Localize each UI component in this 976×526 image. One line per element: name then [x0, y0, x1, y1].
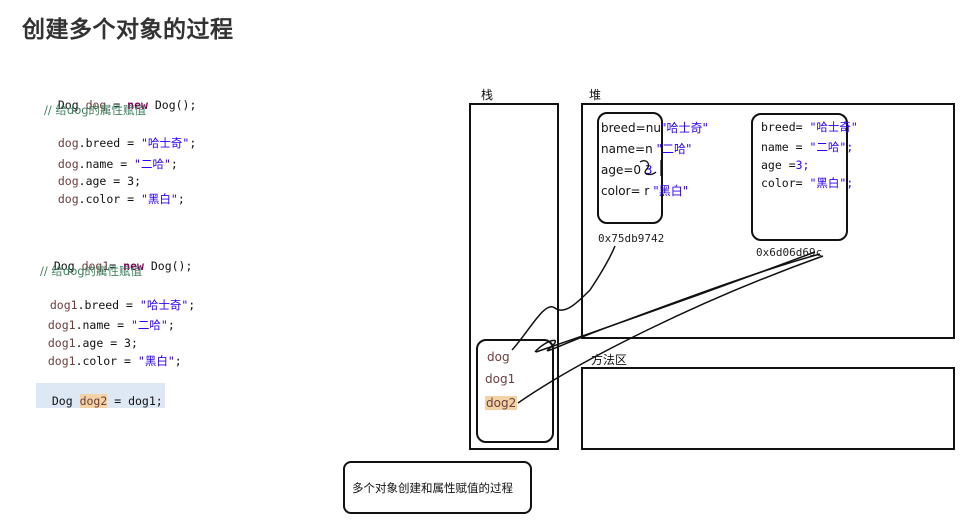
arrow-dog-to-obj1: [511, 245, 616, 351]
code-line-name-2: dog1.name = "二哈";: [47, 317, 175, 332]
obj1-name: name=n "二哈": [601, 142, 692, 156]
method-area: [581, 367, 955, 450]
code-line-breed: dog.breed = "哈士奇";: [57, 135, 197, 150]
code-comment-2: // 给dog的属性赋值: [40, 264, 143, 278]
obj1-address: 0x75db9742: [598, 232, 665, 245]
caption-text: 多个对象创建和属性赋值的过程: [352, 481, 513, 495]
obj2-age: age =3;: [761, 158, 810, 172]
stack-label: 栈: [481, 88, 494, 102]
page-title: 创建多个对象的过程: [22, 17, 234, 43]
code-line-breed-2: dog1.breed = "哈士奇";: [49, 297, 196, 312]
arrow-dog1-return: [535, 251, 816, 353]
obj1-breed: breed=nu"哈士奇": [601, 121, 708, 135]
obj1-color: color= r "黑白": [601, 184, 689, 198]
caption-box: [343, 461, 532, 514]
obj1-age: age=0 3: [601, 163, 653, 177]
stack-area: [469, 103, 559, 450]
code-line-age-2: dog1.age = 3;: [47, 335, 138, 350]
code-line-new-dog: Dog dog = new Dog();: [57, 97, 197, 112]
age-scribble: [639, 160, 657, 176]
heap-object-2: [751, 113, 848, 241]
stack-var-dog: dog: [487, 350, 510, 364]
code-line-dog2-assign: Dog dog2 = dog1;: [36, 383, 165, 408]
heap-label: 堆: [589, 88, 602, 102]
code-line-age: dog.age = 3;: [57, 173, 141, 188]
obj2-color: color= "黑白";: [761, 176, 854, 190]
code-comment: // 给dog的属性赋值: [44, 103, 147, 117]
code-line-name: dog.name = "二哈";: [57, 156, 178, 171]
obj2-name: name = "二哈";: [761, 140, 854, 154]
code-line-new-dog1: Dog dog1= new Dog();: [53, 258, 193, 273]
stack-var-dog1: dog1: [485, 372, 516, 386]
stack-var-dog2: dog2: [485, 396, 518, 410]
obj2-breed: breed= "哈士奇": [761, 120, 858, 134]
code-line-color-2: dog1.color = "黑白";: [47, 353, 182, 368]
arrow-dog2-to-obj2: [517, 255, 824, 404]
method-area-label: 方法区: [591, 353, 628, 367]
heap-area: [581, 103, 955, 339]
code-line-color: dog.color = "黑白";: [57, 191, 185, 206]
stack-frame: [476, 339, 554, 443]
heap-object-1: [597, 112, 663, 224]
